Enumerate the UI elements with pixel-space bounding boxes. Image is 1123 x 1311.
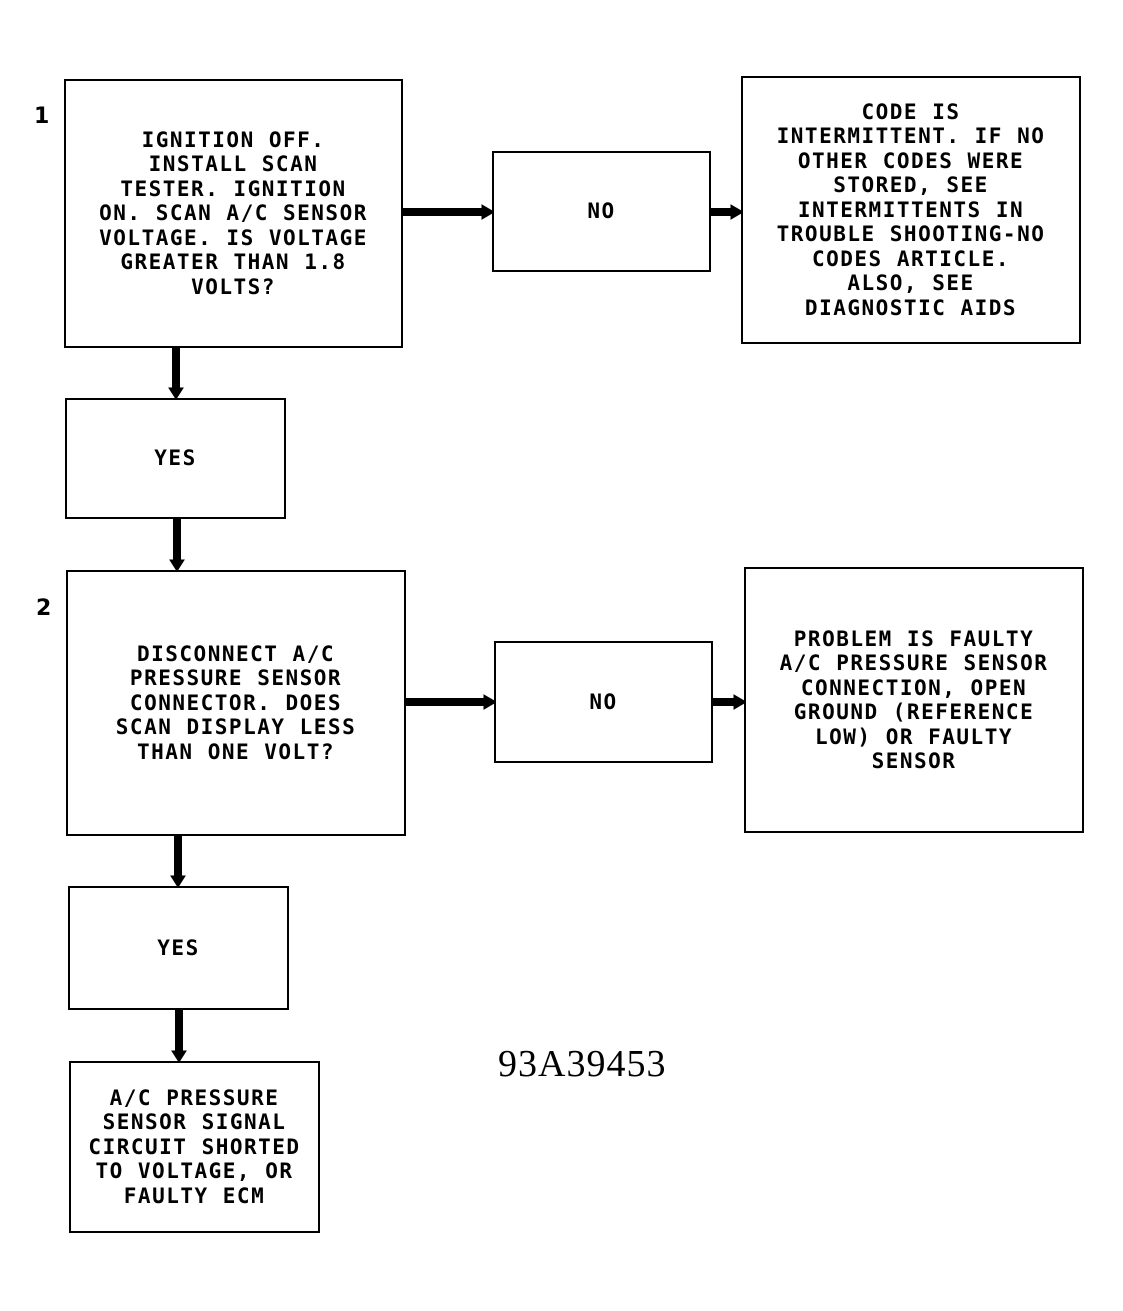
step1-no-label: NO bbox=[587, 199, 616, 224]
step2-question-box: DISCONNECT A/C PRESSURE SENSOR CONNECTOR… bbox=[66, 570, 406, 836]
step2-yes-result-text: A/C PRESSURE SENSOR SIGNAL CIRCUIT SHORT… bbox=[88, 1085, 301, 1208]
step2-yes-box: YES bbox=[68, 886, 289, 1010]
step1-no-result-box: CODE IS INTERMITTENT. IF NO OTHER CODES … bbox=[741, 76, 1081, 344]
step2-no-result-box: PROBLEM IS FAULTY A/C PRESSURE SENSOR CO… bbox=[744, 567, 1084, 833]
arrowhead bbox=[170, 875, 186, 888]
step1-yes-box: YES bbox=[65, 398, 286, 519]
step-number-1: 1 bbox=[34, 104, 50, 129]
step2-no-label: NO bbox=[589, 689, 618, 714]
arrowhead bbox=[730, 204, 744, 220]
step2-yes-result-box: A/C PRESSURE SENSOR SIGNAL CIRCUIT SHORT… bbox=[69, 1061, 320, 1233]
step2-no-result-text: PROBLEM IS FAULTY A/C PRESSURE SENSOR CO… bbox=[779, 626, 1049, 774]
step2-question-text: DISCONNECT A/C PRESSURE SENSOR CONNECTOR… bbox=[115, 641, 357, 764]
step1-question-box: IGNITION OFF. INSTALL SCAN TESTER. IGNIT… bbox=[64, 79, 403, 348]
step2-yes-label: YES bbox=[157, 935, 200, 960]
step-number-2: 2 bbox=[36, 596, 52, 621]
step1-no-result-text: CODE IS INTERMITTENT. IF NO OTHER CODES … bbox=[776, 99, 1046, 320]
step2-no-box: NO bbox=[494, 641, 713, 763]
figure-code: 93A39453 bbox=[498, 1043, 667, 1085]
step1-question-text: IGNITION OFF. INSTALL SCAN TESTER. IGNIT… bbox=[99, 127, 368, 299]
arrowhead bbox=[483, 694, 497, 710]
step1-yes-label: YES bbox=[154, 446, 197, 471]
arrowhead bbox=[481, 204, 495, 220]
arrowhead bbox=[169, 559, 185, 572]
arrowhead bbox=[168, 387, 184, 400]
step1-no-box: NO bbox=[492, 151, 711, 272]
arrowhead bbox=[171, 1050, 187, 1063]
arrowhead bbox=[733, 694, 747, 710]
